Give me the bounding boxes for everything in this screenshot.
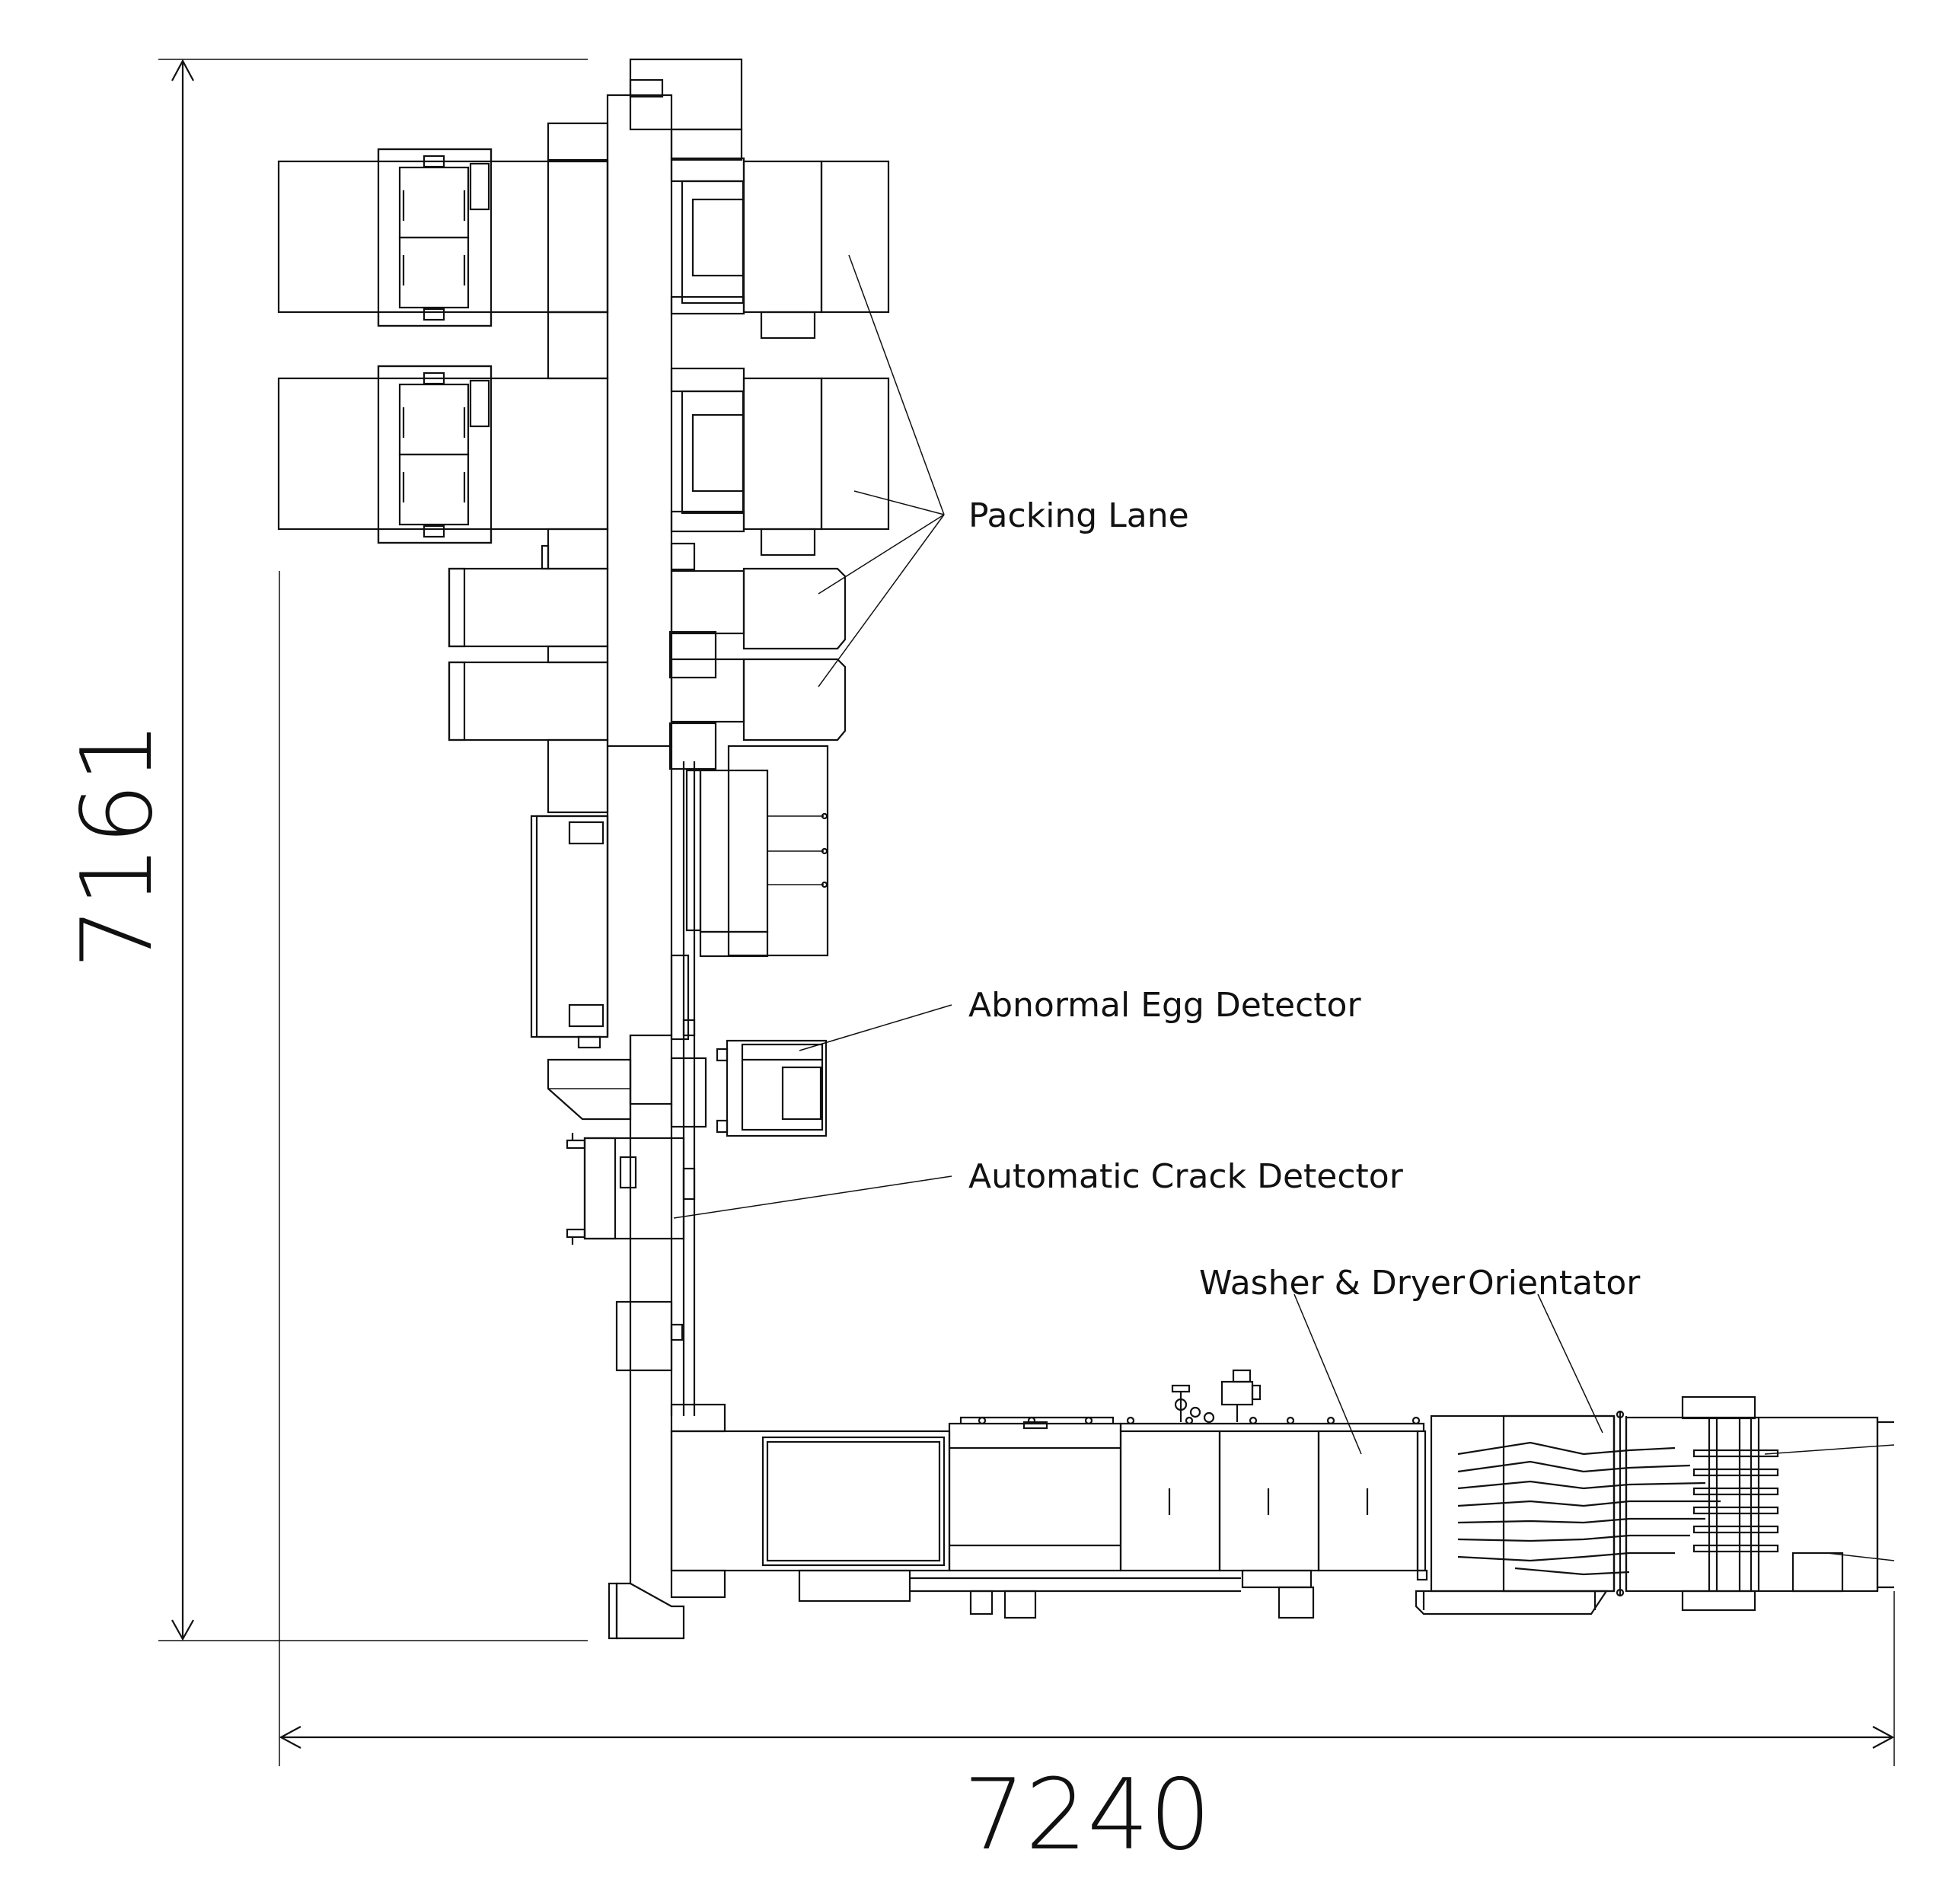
left-cabinet: [530, 815, 696, 1121]
top-frame: [547, 58, 743, 161]
packing-lane-3: [448, 528, 847, 679]
packing-lane-2: [277, 311, 890, 557]
width-dimension: [279, 571, 1895, 1766]
orientator-unit: [1415, 1410, 1721, 1615]
packing-lane-label: Packing Lane: [968, 496, 1189, 535]
leader-lines: [673, 254, 1895, 1561]
washer-dryer-unit: [1119, 1369, 1428, 1619]
packing-lane-4: [448, 645, 847, 814]
height-dimension: [158, 59, 588, 1641]
orientator-label: Orientator: [1468, 1264, 1641, 1303]
control-unit: [685, 745, 829, 958]
packing-lane-1: [277, 148, 890, 340]
infeed-unit: [1625, 1395, 1894, 1612]
automatic-crack-detector-label: Automatic Crack Detector: [968, 1157, 1404, 1196]
abnormal-egg-detector: [670, 1039, 828, 1137]
height-dimension-value: 7161: [61, 721, 174, 969]
horizontal-conveyor: [670, 1403, 1241, 1619]
automatic-crack-detector: [566, 1133, 696, 1372]
width-dimension-value: 7240: [963, 1759, 1211, 1872]
abnormal-egg-detector-label: Abnormal Egg Detector: [968, 986, 1361, 1025]
washer-dryer-label: Washer & Dryer: [1199, 1264, 1466, 1303]
